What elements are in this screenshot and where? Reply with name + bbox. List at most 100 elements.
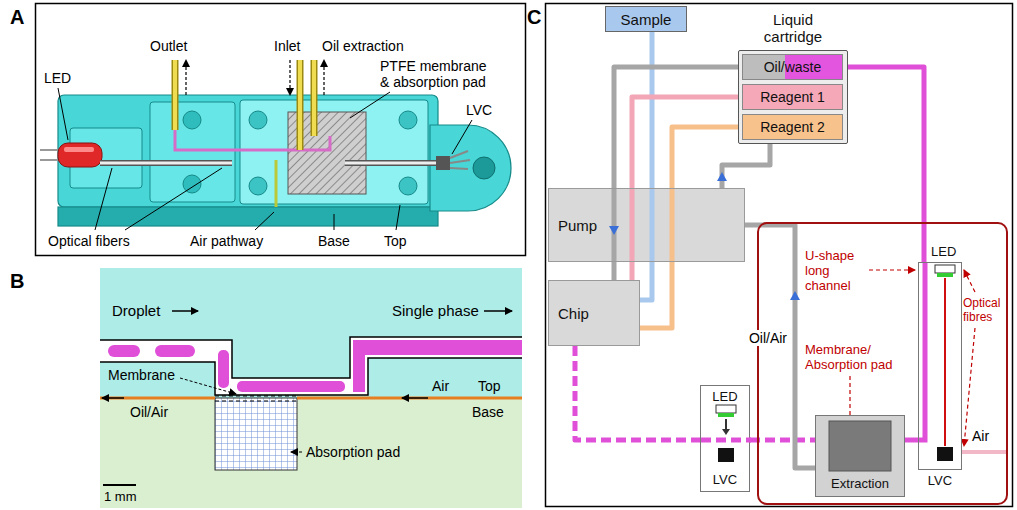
reservoir-box: Oil/waste [742,54,843,80]
end-tab [430,125,511,211]
lvc-icon [937,447,953,461]
absorption-pad [215,398,297,470]
node-text: LVC [701,472,749,487]
scale-bar [103,484,136,486]
optical-fibre [944,278,946,446]
tube-connector [905,438,918,443]
base-front-face [58,207,438,226]
flow-arrow [102,397,124,399]
leader-line [95,168,112,230]
air-pathway [275,160,278,207]
tube-connector [614,67,742,280]
tube-connector [745,225,815,468]
flow-direction-arrow [717,172,727,181]
screw-hole [473,157,495,179]
sample-box: Sample [605,6,687,32]
pump-box: Pump [548,188,745,262]
optical-fiber-core [345,162,444,165]
flow-arrow [185,60,186,95]
leader-line [334,214,335,230]
optical-fiber [345,160,444,166]
part-label: LVC [466,102,492,118]
part-label: Absorption pad [306,444,400,460]
flow-label: Air [432,378,449,394]
led-highlight [64,147,94,152]
oil-tube [312,60,316,136]
optical-fiber [100,160,232,166]
leader-line [255,212,274,230]
tube-outline [297,60,304,150]
callout-text: U-shape long channel [805,248,867,293]
leader-line [396,205,400,230]
part-label: Inlet [274,38,300,54]
extraction-module-region: U-shape long channelMembrane/ Absorption… [757,222,1008,505]
optical-fiber-core [100,162,232,165]
flow-arrow [172,310,198,312]
panel-letter: B [10,270,24,293]
leader-line [58,88,68,140]
base-top-face [58,95,438,207]
flow-arrow [402,397,428,399]
outlet-tube [173,60,177,130]
tube-connector [722,144,770,188]
panel-frame [546,4,1013,507]
cross-section [100,268,522,508]
tube-connector [640,32,652,300]
part-label: Membrane [108,367,175,383]
top-part [240,100,428,204]
pump-box-fill [548,188,745,262]
screw-hole [399,177,417,195]
leader-line [452,120,472,154]
flow-arrow [289,60,290,95]
node-text: Extraction [816,476,904,491]
droplet-channel [701,438,751,443]
node-text: LED [931,244,963,259]
led-lead [40,149,60,151]
led-icon [716,405,736,413]
layer-label: Top [478,378,501,394]
air-layer [297,397,522,400]
part-label: Top [384,233,407,249]
flow-label: Air [972,428,989,444]
tube-connector [750,438,815,443]
u-channel [919,263,925,440]
light-path [725,419,727,430]
node-text: Chip [558,305,589,322]
led-icon [935,265,955,273]
air-layer [100,397,215,400]
part-label: Base [318,233,350,249]
node-text: Reagent 1 [760,89,825,105]
part-label: LED [44,70,71,86]
droplet [218,350,229,388]
top-layer [100,268,522,398]
flow-label: Droplet [112,302,160,319]
scale-label: 1 mm [104,489,137,504]
part-label: Air pathway [190,233,263,249]
led-light [718,413,734,417]
callout-text: Membrane/ Absorption pad [805,342,905,372]
leader-line [180,378,236,394]
reservoir-box: Reagent 1 [742,84,843,110]
led-light [937,273,953,277]
cartridge-box: Liquid cartridgeOil/wasteReagent 1Reagen… [738,50,848,144]
leader-line [291,452,302,453]
callout-leader [964,270,975,292]
droplet [108,345,140,357]
part-label: Outlet [150,38,187,54]
part-label: Optical fibers [48,233,130,249]
channel-wall [100,358,522,395]
inlet-tube [298,60,302,150]
screw-hole [399,111,417,129]
light-arrow [722,429,730,435]
lvc-sensor [436,156,450,170]
tube-connector [575,346,700,440]
flow-direction-arrow [790,291,800,300]
reservoir-box: Reagent 2 [742,114,843,140]
flow-label: Single phase [392,302,479,319]
air-inlet-line [962,450,1006,454]
lvc-pin [450,160,470,163]
lvc-pin [450,168,468,169]
callout-leader [869,269,915,270]
node-text: LED [701,389,749,404]
flow-arrow [323,60,324,95]
